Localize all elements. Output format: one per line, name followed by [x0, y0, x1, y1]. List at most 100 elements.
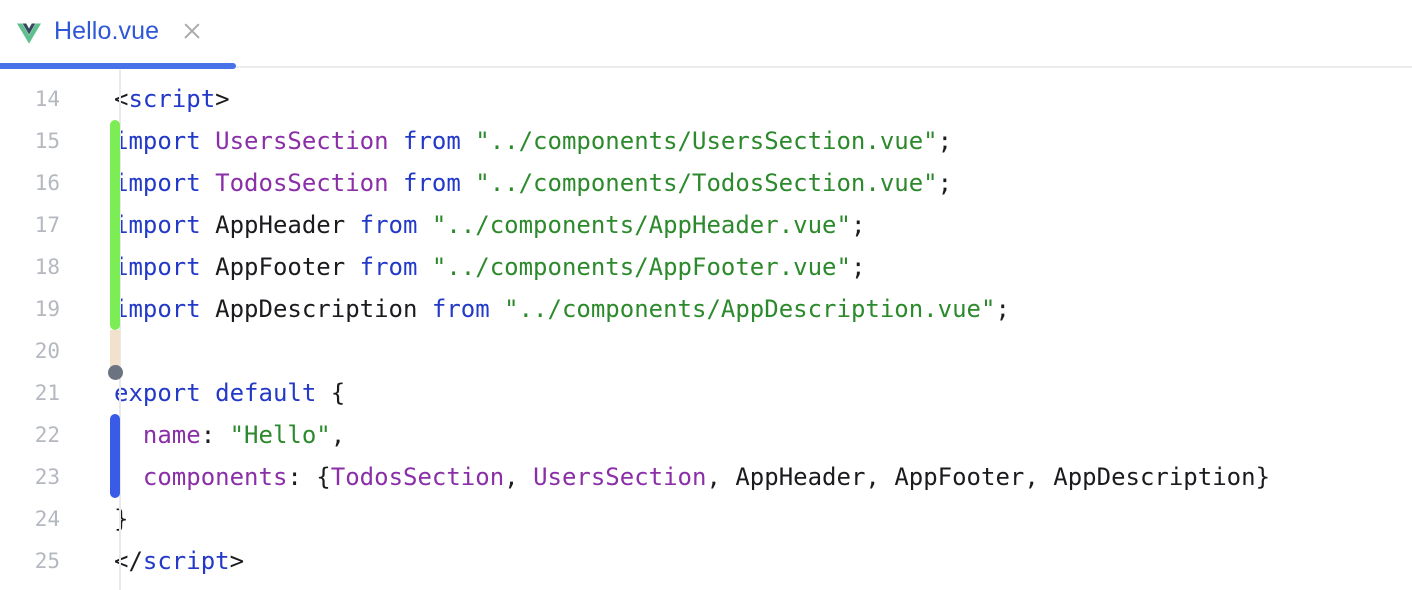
code-token: UsersSection — [533, 463, 707, 491]
code-line-text: </script> — [107, 549, 1412, 573]
code-token: name — [142, 421, 201, 449]
code-token: import — [114, 295, 216, 323]
selection-range-bar[interactable] — [110, 414, 120, 498]
code-token: ; — [850, 211, 866, 239]
gutter-marker-slot — [72, 78, 107, 120]
code-token: ; — [937, 169, 953, 197]
line-number: 18 — [34, 254, 60, 279]
code-token: { — [316, 379, 346, 407]
code-token: "../components/AppHeader.vue" — [431, 211, 851, 239]
code-token: > — [229, 547, 245, 575]
code-token: AppFooter — [215, 253, 346, 281]
code-token: from — [403, 127, 461, 155]
code-token: UsersSection — [215, 127, 389, 155]
code-line-text: import AppDescription from "../component… — [107, 297, 1412, 321]
code-token: ; — [995, 295, 1010, 323]
code-line[interactable]: 19 import AppDescription from "../compone… — [0, 288, 1412, 330]
line-number: 22 — [34, 422, 60, 447]
gutter-marker-slot — [72, 456, 107, 498]
code-token: "Hello" — [229, 421, 331, 449]
code-line[interactable]: 23 components: {TodosSection, UsersSecti… — [0, 456, 1412, 498]
code-line[interactable]: 24} — [0, 498, 1412, 540]
code-line[interactable]: 14 <script> — [0, 78, 1412, 120]
code-token — [461, 169, 475, 197]
editor-tab-bar: Hello.vue — [0, 0, 1412, 70]
code-line-text: } — [107, 507, 1412, 531]
code-token: ; — [937, 127, 953, 155]
code-token: import — [114, 169, 216, 197]
code-line-text: import UsersSection from "../components/… — [107, 129, 1412, 153]
code-token: import — [114, 211, 216, 239]
code-token: : — [200, 421, 230, 449]
code-token: </ — [114, 547, 143, 575]
code-token — [417, 211, 431, 239]
code-line[interactable]: 20 — [0, 330, 1412, 372]
line-number: 25 — [34, 548, 60, 573]
code-token — [417, 295, 431, 323]
code-token: AppDescription — [1053, 463, 1256, 491]
code-token: : { — [287, 463, 331, 491]
code-token: , — [504, 463, 534, 491]
close-icon[interactable] — [181, 20, 203, 42]
code-token: AppHeader — [735, 463, 866, 491]
code-line[interactable]: 18 import AppFooter from "../components/A… — [0, 246, 1412, 288]
code-token: export default — [114, 379, 317, 407]
code-token: import — [114, 127, 216, 155]
added-lines-change-bar[interactable] — [110, 120, 120, 330]
code-token: } — [114, 505, 129, 533]
code-token: components — [142, 463, 288, 491]
line-number: 15 — [34, 128, 60, 153]
code-line-text: name: "Hello", — [107, 423, 1412, 447]
code-line-text: import AppHeader from "../components/App… — [107, 213, 1412, 237]
editor-tab-hello-vue[interactable]: Hello.vue — [0, 0, 221, 62]
line-number: 19 — [34, 296, 60, 321]
line-number: 24 — [34, 506, 60, 531]
editor-tab-label: Hello.vue — [54, 16, 160, 45]
code-line-text: import TodosSection from "../components/… — [107, 171, 1412, 195]
code-token: "../components/AppDescription.vue" — [504, 295, 996, 323]
gutter-marker-slot — [72, 330, 107, 372]
code-token: from — [431, 295, 490, 323]
modified-line-change-bar[interactable] — [110, 330, 120, 372]
code-line-text: <script> — [107, 87, 1412, 111]
code-token: script — [128, 85, 216, 113]
code-token: > — [215, 85, 230, 113]
code-token: "../components/AppFooter.vue" — [431, 253, 851, 281]
line-number: 21 — [34, 380, 60, 405]
code-token — [345, 211, 359, 239]
code-token: from — [359, 211, 418, 239]
line-number: 14 — [34, 86, 60, 111]
code-token: script — [142, 547, 230, 575]
code-line[interactable]: 25 </script> — [0, 540, 1412, 582]
code-line[interactable]: 22 name: "Hello", — [0, 414, 1412, 456]
code-token: TodosSection — [215, 169, 389, 197]
collapse-handle[interactable] — [108, 365, 123, 380]
code-line[interactable]: 21 export default { — [0, 372, 1412, 414]
code-token: AppFooter — [894, 463, 1025, 491]
gutter-marker-slot — [72, 204, 107, 246]
code-token: } — [1255, 463, 1271, 491]
code-token: , — [865, 463, 895, 491]
code-line-text: export default { — [107, 381, 1412, 405]
code-token — [461, 127, 475, 155]
vue-file-icon — [17, 23, 41, 44]
code-token: import — [114, 253, 216, 281]
tab-bar-divider — [0, 66, 1412, 68]
code-token: < — [114, 85, 129, 113]
line-number: 23 — [34, 464, 60, 489]
code-line-text: components: {TodosSection, UsersSection,… — [107, 465, 1412, 489]
code-line[interactable]: 15 import UsersSection from "../component… — [0, 120, 1412, 162]
code-token: from — [359, 253, 418, 281]
gutter-marker-slot — [72, 162, 107, 204]
code-token: AppDescription — [215, 295, 418, 323]
gutter-marker-slot — [72, 498, 107, 540]
code-token: ; — [850, 253, 866, 281]
code-token: "../components/UsersSection.vue" — [475, 127, 938, 155]
active-tab-indicator — [0, 63, 236, 69]
code-token: AppHeader — [215, 211, 346, 239]
